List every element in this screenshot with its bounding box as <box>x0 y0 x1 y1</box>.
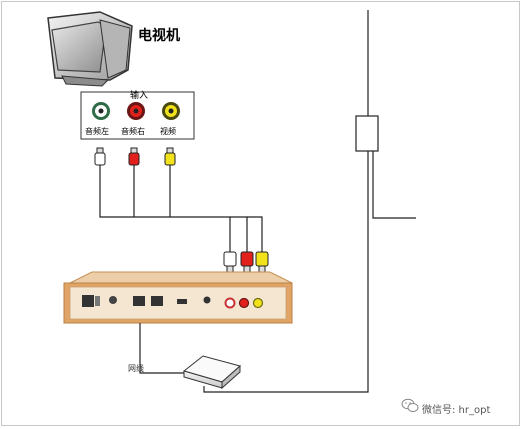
input-panel-title: 输入 <box>130 91 149 101</box>
plug-red-top <box>128 147 140 166</box>
lan-port-2 <box>151 296 163 306</box>
plug-white-top <box>94 147 106 166</box>
video-port <box>162 102 180 120</box>
av-out-red <box>238 297 250 309</box>
watermark: 微信号: hr_opt <box>422 405 491 416</box>
wechat-icon <box>401 398 419 412</box>
svideo-port <box>203 296 211 304</box>
av-out-yellow <box>252 297 264 309</box>
tv-icon <box>47 11 133 87</box>
audio-right-port <box>127 102 145 120</box>
tv-label: 电视机 <box>138 28 180 44</box>
plug-yellow-top <box>164 147 176 166</box>
video-label: 视频 <box>160 127 176 136</box>
lan-port <box>133 296 145 306</box>
modem-icon <box>182 355 242 390</box>
av-out-white <box>224 297 236 309</box>
network-cable <box>139 323 184 374</box>
plug-yellow-bottom <box>255 251 269 273</box>
plug-white-bottom <box>223 251 237 273</box>
set-top-box <box>63 271 293 324</box>
audio-left-label: 音频左 <box>85 127 109 136</box>
network-cable-label: 网线 <box>128 364 144 373</box>
dc-power-jack <box>109 296 117 304</box>
audio-right-label: 音频右 <box>121 127 145 136</box>
plug-red-bottom <box>240 251 254 273</box>
wall-outlet <box>355 115 379 152</box>
wall-line <box>203 10 416 393</box>
power-switch <box>82 295 94 307</box>
av-cable <box>99 165 263 252</box>
audio-left-port <box>92 102 110 120</box>
usb-port <box>177 299 187 304</box>
